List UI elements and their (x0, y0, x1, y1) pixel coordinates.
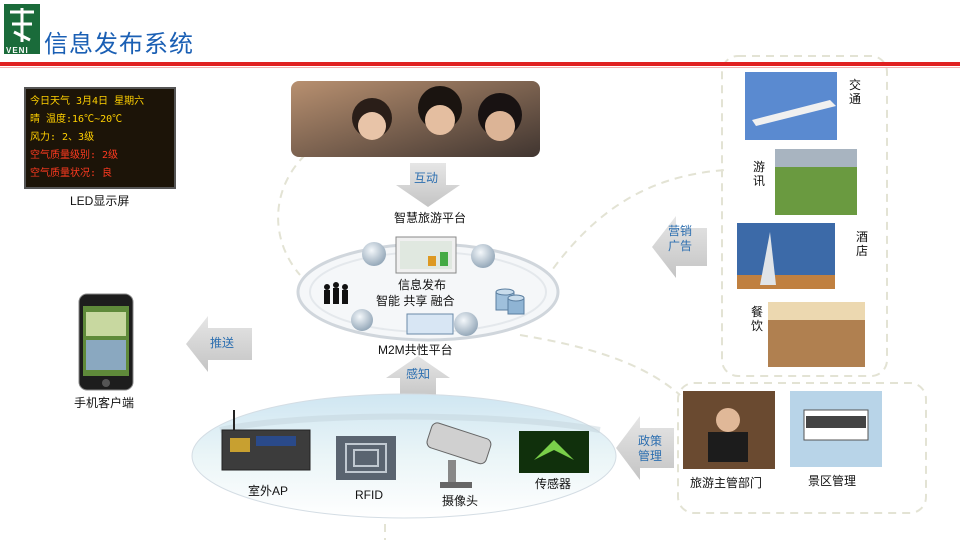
header-divider (0, 62, 960, 66)
service-dining-label: 餐饮 (750, 305, 764, 333)
dashed-curve-left (278, 155, 305, 275)
sensor-device (519, 431, 589, 473)
hub-label: 智慧旅游平台 (394, 209, 466, 226)
cloud-icon (362, 242, 386, 266)
arrow-push-label: 推送 (210, 336, 234, 351)
led-line: 空气质量级别: 2级 (30, 147, 172, 165)
core-line2: 智能 共享 融合 (376, 292, 455, 309)
header-divider-thin (0, 67, 960, 68)
service-tour-label: 游讯 (752, 160, 766, 188)
phone-label: 手机客户端 (74, 394, 134, 411)
dashed-curve-bottom (520, 335, 680, 395)
management-authority-label: 旅游主管部门 (690, 474, 762, 491)
device-ap-label: 室外AP (248, 482, 288, 499)
people-icon (324, 282, 348, 304)
device-camera-label: 摄像头 (442, 492, 478, 509)
logo: VENI (2, 2, 42, 58)
led-line: 风力: 2、3级 (30, 129, 172, 147)
device-sensor-label: 传感器 (535, 475, 571, 492)
led-line: 晴 温度:16℃~20℃ (30, 111, 172, 129)
led-line: 今日天气 3月4日 星期六 (30, 93, 172, 111)
device-rfid-label: RFID (355, 488, 383, 502)
platform-label: M2M共性平台 (378, 341, 453, 358)
service-hotel-label: 酒店 (855, 230, 869, 258)
arrow-policy-label: 政策管理 (636, 434, 664, 464)
arrow-sense-label: 感知 (406, 367, 430, 382)
management-scenic-label: 景区管理 (808, 472, 856, 489)
page-title: 信息发布系统 (44, 24, 194, 59)
led-label: LED显示屏 (70, 192, 129, 209)
core-line1: 信息发布 (398, 276, 446, 293)
arrow-interact-label: 互动 (414, 171, 438, 186)
service-traffic-label: 交通 (848, 78, 862, 106)
arrow-marketing-label: 营销广告 (666, 224, 694, 254)
rfid-tag (336, 436, 396, 480)
logo-brand: VENI (6, 46, 29, 55)
led-line: 空气质量状况: 良 (30, 165, 172, 183)
led-text: 今日天气 3月4日 星期六 晴 温度:16℃~20℃ 风力: 2、3级 空气质量… (30, 93, 172, 183)
